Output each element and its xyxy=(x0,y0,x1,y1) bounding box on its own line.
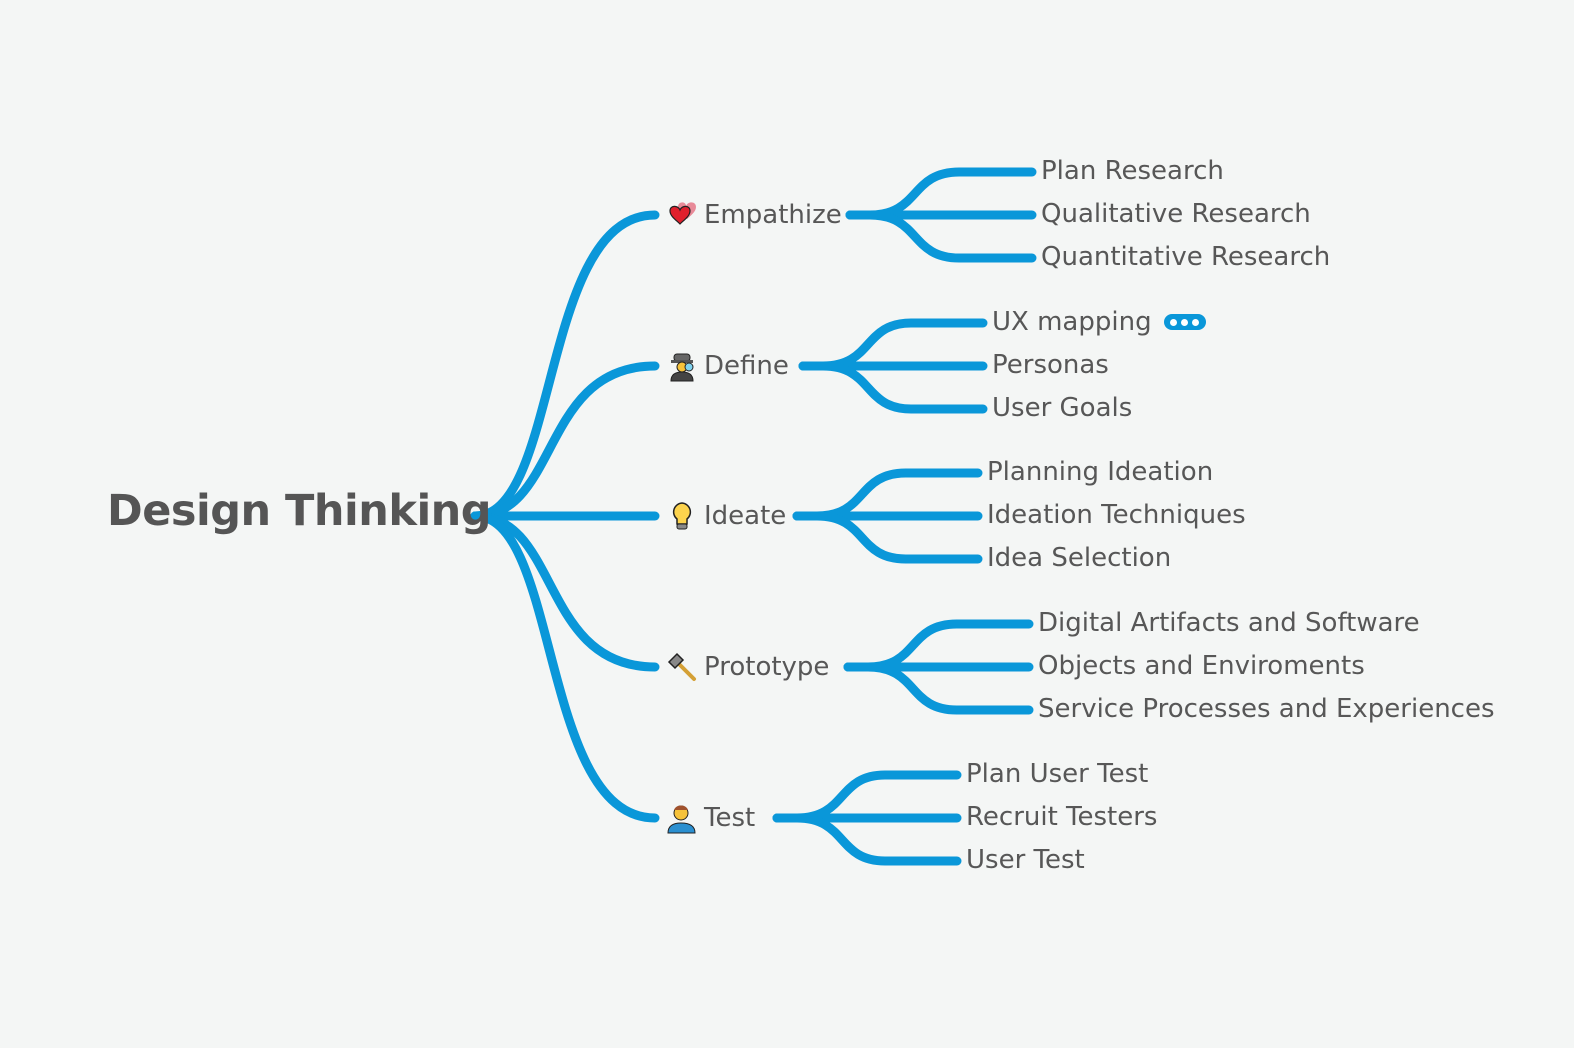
leaf-label: Plan User Test xyxy=(966,759,1149,789)
branch-label: Test xyxy=(704,803,756,833)
hammer-icon xyxy=(667,652,696,681)
leaf-connector xyxy=(845,167,1037,220)
leaf-topic[interactable]: Planning Ideation xyxy=(987,454,1213,490)
branch-test[interactable]: Test xyxy=(666,800,755,836)
root-topic[interactable]: Design Thinking xyxy=(107,486,492,536)
leaf-label: Service Processes and Experiences xyxy=(1038,694,1495,724)
leaf-connector xyxy=(798,318,988,371)
root-connector xyxy=(470,511,660,823)
leaf-label: Planning Ideation xyxy=(987,457,1214,487)
leaf-connector xyxy=(792,468,983,521)
leaf-label: Quantitative Research xyxy=(1041,242,1331,272)
root-connector xyxy=(470,511,660,672)
leaf-label: User Test xyxy=(966,845,1085,875)
leaf-label: Digital Artifacts and Software xyxy=(1038,608,1420,638)
leaf-topic[interactable]: Personas xyxy=(992,347,1109,383)
leaf-topic[interactable]: User Test xyxy=(966,842,1085,878)
leaf-connector xyxy=(792,511,983,564)
leaf-topic[interactable]: Idea Selection xyxy=(987,540,1171,576)
branch-label: Ideate xyxy=(704,501,787,531)
leaf-label: Personas xyxy=(992,350,1109,380)
branch-define[interactable]: Define xyxy=(666,348,789,384)
leaf-label: Recruit Testers xyxy=(966,802,1158,832)
leaf-topic[interactable]: UX mapping xyxy=(992,304,1206,340)
leaf-label: Plan Research xyxy=(1041,156,1224,186)
leaf-topic[interactable]: Ideation Techniques xyxy=(987,497,1246,533)
leaf-connector xyxy=(845,210,1037,263)
light-bulb-icon xyxy=(672,502,692,530)
leaf-connector xyxy=(843,619,1034,672)
leaf-connector xyxy=(843,662,1034,715)
leaf-topic[interactable]: Recruit Testers xyxy=(966,799,1157,835)
branch-label: Prototype xyxy=(704,652,830,682)
branch-prototype[interactable]: Prototype xyxy=(666,649,829,685)
two-hearts-icon xyxy=(669,202,696,225)
more-options-icon[interactable] xyxy=(1163,314,1206,330)
leaf-topic[interactable]: Digital Artifacts and Software xyxy=(1038,605,1420,641)
leaf-topic[interactable]: Service Processes and Experiences xyxy=(1038,691,1495,727)
leaf-topic[interactable]: Plan User Test xyxy=(966,756,1148,792)
person-tester-icon xyxy=(667,805,696,834)
branch-empathize[interactable]: Empathize xyxy=(666,197,842,233)
leaf-topic[interactable]: Objects and Enviroments xyxy=(1038,648,1365,684)
leaf-connector xyxy=(798,361,988,414)
leaf-label: Idea Selection xyxy=(987,543,1172,573)
branch-label: Empathize xyxy=(704,200,842,230)
root-connector xyxy=(470,210,660,521)
leaf-label: Objects and Enviroments xyxy=(1038,651,1365,681)
leaf-label: UX mapping xyxy=(992,307,1152,337)
leaf-topic[interactable]: Plan Research xyxy=(1041,153,1224,189)
root-connector xyxy=(470,361,660,521)
leaf-connector xyxy=(772,770,962,823)
leaf-topic[interactable]: Quantitative Research xyxy=(1041,239,1330,275)
leaf-topic[interactable]: User Goals xyxy=(992,390,1132,426)
leaf-label: User Goals xyxy=(992,393,1133,423)
detective-icon xyxy=(670,353,694,382)
leaf-label: Qualitative Research xyxy=(1041,199,1311,229)
leaf-label: Ideation Techniques xyxy=(987,500,1246,530)
leaf-topic[interactable]: Qualitative Research xyxy=(1041,196,1311,232)
branch-label: Define xyxy=(704,351,789,381)
leaf-connector xyxy=(772,813,962,866)
branch-ideate[interactable]: Ideate xyxy=(666,498,786,534)
